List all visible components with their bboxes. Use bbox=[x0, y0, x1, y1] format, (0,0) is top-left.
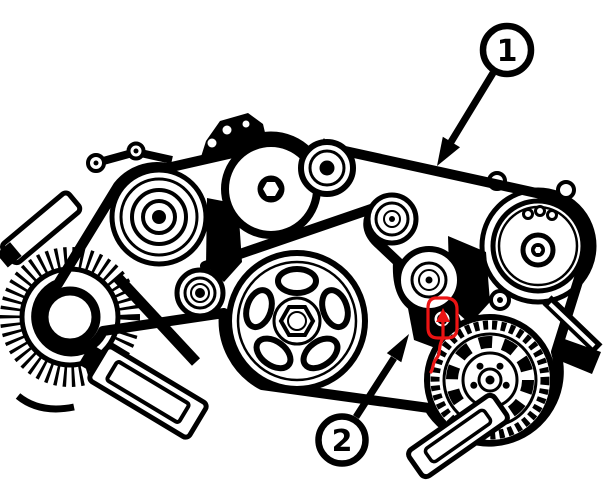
bolt-icon bbox=[242, 120, 250, 128]
callout-2-label: 2 bbox=[332, 424, 353, 459]
clutch-rivet bbox=[470, 381, 478, 389]
alternator-fin-ring bbox=[0, 247, 140, 387]
callout-1-arrowhead bbox=[437, 136, 460, 166]
compressor-right-arm bbox=[542, 295, 603, 374]
callout-1: 1 bbox=[437, 22, 535, 166]
crank-spoke-cutout bbox=[275, 266, 319, 296]
water-pump-pulley bbox=[490, 198, 586, 294]
red-arrowhead bbox=[436, 308, 450, 322]
callout-2: 2 bbox=[315, 334, 409, 467]
bolt-icon bbox=[207, 138, 217, 148]
callout-1-label: 1 bbox=[497, 34, 518, 69]
small-grooved-pulley bbox=[298, 138, 356, 197]
alternator-top-stud bbox=[0, 190, 83, 268]
clutch-rivet bbox=[496, 362, 504, 370]
ac-compressor-pulley bbox=[424, 314, 556, 446]
callout-1-circle bbox=[479, 22, 535, 78]
power-steering-pulley bbox=[109, 167, 209, 267]
pulley-hole bbox=[522, 208, 534, 220]
callout-1-arrow-shaft bbox=[448, 71, 496, 144]
red-highlight-annotation bbox=[426, 296, 459, 374]
alternator-bottom-bracket bbox=[78, 343, 209, 440]
crank-spoke-cutout bbox=[300, 335, 341, 372]
red-highlight-box bbox=[426, 296, 459, 340]
crank-spoke-cutout bbox=[243, 287, 275, 331]
compressor-bracket bbox=[406, 392, 510, 480]
bolt-icon bbox=[222, 125, 232, 135]
pulley-hole bbox=[534, 205, 546, 217]
pulley-hole bbox=[546, 209, 558, 221]
crank-spoke-cutout bbox=[319, 287, 351, 331]
tensioner-pulley bbox=[365, 192, 419, 246]
block-shape-right-cluster bbox=[448, 236, 490, 324]
callout-2-arrowhead bbox=[386, 334, 409, 363]
red-squiggle-tail bbox=[429, 336, 445, 374]
alternator-hub-ring bbox=[39, 286, 101, 348]
crankshaft-pulley bbox=[226, 250, 368, 392]
alternator-hook-wire bbox=[15, 393, 75, 413]
clutch-rivet bbox=[476, 362, 484, 370]
crank-hub-hex bbox=[278, 305, 316, 337]
clutch-rivet bbox=[502, 381, 510, 389]
mount-bolts-top-left bbox=[86, 141, 173, 173]
idler-pulley-lower-left bbox=[174, 267, 226, 319]
crank-spoke-cutout bbox=[253, 335, 294, 372]
callout-2-arrow-shaft bbox=[353, 356, 397, 419]
callout-2-circle bbox=[315, 413, 369, 467]
